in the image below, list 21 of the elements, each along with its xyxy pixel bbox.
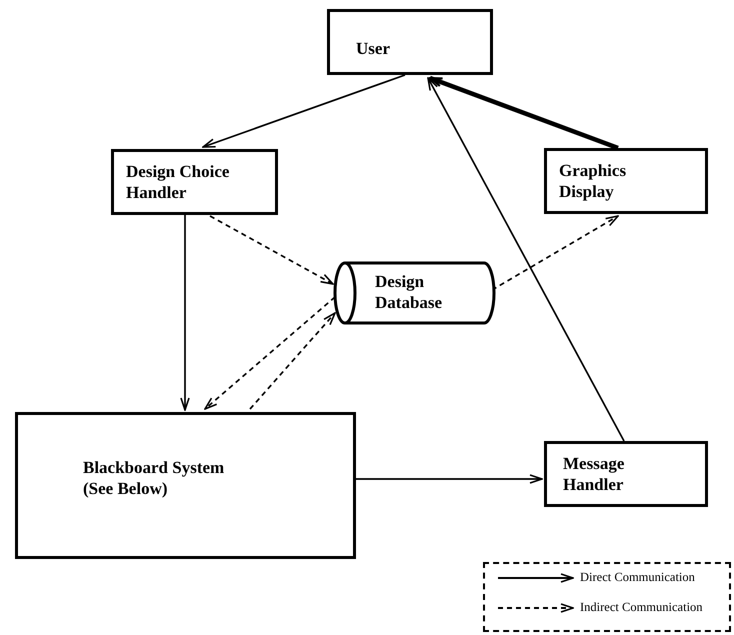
arrow — [428, 76, 619, 150]
node-label: Graphics Display — [559, 160, 628, 202]
node-label: Design Database — [375, 271, 444, 313]
node-label: Blackboard System (See Below) — [83, 457, 226, 499]
arrow — [249, 312, 336, 410]
arrow — [356, 474, 543, 484]
process-box — [15, 412, 356, 559]
process-box — [327, 9, 493, 75]
process-box — [544, 441, 708, 507]
arrow — [204, 296, 336, 410]
process-box — [111, 149, 278, 215]
node-label: Design Choice Handler — [126, 161, 230, 203]
node-label: Message Handler — [563, 453, 626, 495]
arrow — [427, 77, 625, 442]
legend-label: Indirect Communication — [580, 600, 703, 615]
arrow — [202, 74, 406, 148]
legend-label: Direct Communication — [580, 570, 695, 585]
arrow — [210, 215, 334, 285]
arrow — [180, 215, 190, 411]
node-label: User — [356, 38, 391, 59]
process-box — [544, 148, 708, 214]
